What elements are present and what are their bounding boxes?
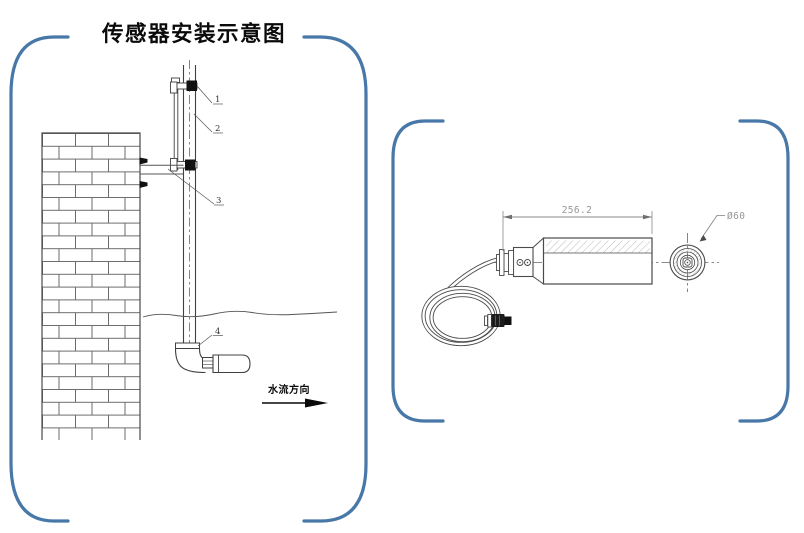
- leader-line-2: [193, 113, 213, 133]
- submerged-sensor-body: [212, 354, 251, 374]
- anchor-bolt-top: [139, 157, 148, 165]
- cable-connector-ring-2: [487, 314, 492, 328]
- diameter-dimension-value: Ø60: [727, 211, 745, 222]
- pipe-clamp-bottom: [170, 158, 198, 172]
- flow-direction: 水流方向: [262, 383, 328, 408]
- sensor-frame: [391, 119, 790, 423]
- gland-slab-1: [508, 250, 514, 275]
- installation-frame-left-bracket: [9, 35, 70, 523]
- cable-connector-ring-1: [484, 315, 488, 326]
- part-callouts-upper: 1 2 3: [167, 85, 224, 206]
- part-label-4: 4: [215, 327, 220, 337]
- installation-frame-right-bracket: [302, 35, 368, 523]
- sensor-head-hole-2-center: [526, 261, 529, 264]
- gland-slab-4: [496, 254, 500, 271]
- length-dimension-value: 256.2: [562, 205, 593, 216]
- dim-arrow-right: [643, 214, 652, 220]
- diameter-leader-arrow: [699, 235, 707, 242]
- elbow-flange: [175, 342, 200, 349]
- sensor-end-view: [669, 233, 706, 292]
- sensor-cable: [421, 257, 512, 347]
- leader-line-4: [197, 334, 213, 347]
- mounting-pipe: [182, 60, 197, 352]
- part-callout-4: 4: [197, 327, 223, 347]
- flow-direction-label: 水流方向: [267, 383, 310, 396]
- cable-connector-tip: [504, 316, 512, 325]
- sensor-head-hole-1: [516, 259, 524, 266]
- sensor-head-hole-1-center: [519, 261, 521, 264]
- length-dimension: 256.2: [502, 205, 653, 251]
- wall-bracket-arm: [139, 157, 184, 188]
- clamp-bottom-block: [185, 159, 196, 171]
- sensor-body-hatch-band: [546, 240, 650, 253]
- clamp-top-block: [186, 80, 197, 91]
- sensor-frame-left-bracket: [391, 119, 445, 423]
- sensor-side-view: [496, 237, 653, 285]
- dim-arrow-left: [503, 214, 512, 220]
- page-title: 传感器安装示意图: [101, 21, 286, 47]
- cable-connector-body: [491, 314, 505, 327]
- end-view-center-dot: [686, 261, 689, 264]
- end-view-center-circle: [684, 259, 691, 266]
- sensor-coupling: [202, 357, 214, 369]
- brick-wall-outline: [41, 132, 141, 440]
- leader-line-3: [167, 168, 215, 205]
- sensor-frame-right-bracket: [738, 119, 790, 423]
- part-label-2: 2: [215, 124, 220, 134]
- pipe-elbow-assembly: [174, 342, 251, 374]
- cable-entry-outer: [446, 257, 499, 292]
- sensor-head-hole-2: [524, 259, 531, 266]
- elbow-outer-curve: [174, 348, 206, 374]
- anchor-bolt-bottom: [139, 181, 148, 188]
- leader-line-1: [196, 85, 213, 104]
- installation-frame: [9, 35, 368, 523]
- brick-wall-pattern: [42, 133, 140, 440]
- sensor-taper-lines: [532, 237, 544, 285]
- gland-slab-3: [499, 249, 505, 276]
- diameter-dimension: Ø60: [699, 211, 745, 242]
- diameter-leader-line: [700, 215, 725, 240]
- water-surface-line: [142, 310, 338, 318]
- gland-slab-2: [503, 253, 509, 272]
- part-label-1: 1: [215, 95, 220, 105]
- clamp-top-plate: [170, 81, 178, 94]
- brick-wall: [41, 132, 141, 440]
- flow-arrow-head: [305, 398, 328, 408]
- clamp-bottom-plate: [170, 158, 178, 172]
- part-label-3: 3: [216, 196, 221, 206]
